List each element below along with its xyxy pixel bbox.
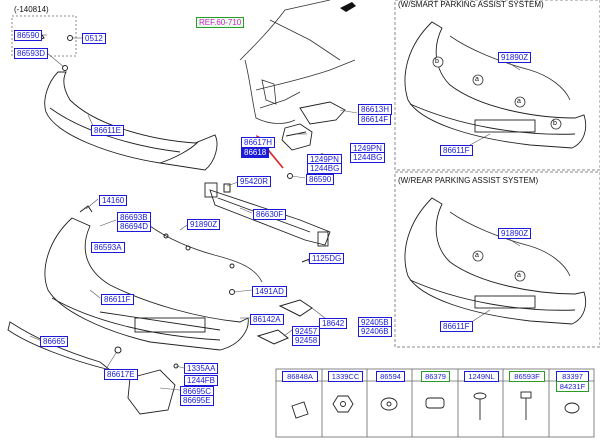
part-95420R[interactable]: 95420R — [237, 176, 272, 187]
part-86611F-rear[interactable]: 86611F — [440, 321, 473, 332]
ref-label[interactable]: REF.60-710 — [196, 17, 245, 28]
hardware-table-grid — [275, 368, 595, 438]
part-1244FB[interactable]: 1244FB — [184, 375, 219, 386]
callout-b-smart-2: b — [553, 120, 557, 127]
part-1335AA[interactable]: 1335AA — [184, 363, 219, 374]
grommet-icon — [380, 397, 398, 411]
bumper-bracket — [281, 101, 346, 151]
part-86617E[interactable]: 86617E — [104, 369, 138, 380]
sensor-1 — [163, 233, 169, 239]
clip-icon — [291, 401, 309, 419]
part-86142A[interactable]: 86142A — [250, 314, 284, 325]
rear-inset-title: (W/REAR PARKING ASSIST SYSTEM) — [398, 176, 539, 185]
part-91890Z-main[interactable]: 91890Z — [187, 219, 221, 230]
part-86665[interactable]: 86665 — [40, 336, 69, 347]
bracket-95420R — [223, 183, 231, 193]
callout-a-smart-2: a — [517, 98, 521, 105]
mud-guard-86695 — [127, 369, 176, 415]
rear-callouts — [472, 250, 526, 282]
callout-b-smart: b — [435, 58, 439, 65]
upper-bumper-cover — [44, 71, 218, 171]
rear-inset-frame — [394, 171, 600, 348]
part-14160[interactable]: 14160 — [99, 195, 128, 206]
hw-84231F[interactable]: 84231F — [556, 381, 589, 392]
part-1125DG[interactable]: 1125DG — [309, 253, 345, 264]
arrow-marker — [340, 2, 356, 12]
part-86593D[interactable]: 86593D — [14, 48, 49, 59]
part-86590[interactable]: 86590 — [14, 30, 43, 41]
part-91890Z-rear[interactable]: 91890Z — [498, 228, 532, 239]
sensor-3 — [229, 263, 235, 269]
hw-86594[interactable]: 86594 — [376, 371, 405, 382]
date-note: (-140814) — [14, 5, 49, 14]
hw-86379[interactable]: 86379 — [421, 371, 450, 382]
bolt-icon — [520, 391, 532, 420]
clip-86590-b — [287, 173, 293, 179]
callout-a-rear-2: a — [517, 272, 521, 279]
plug-icon — [564, 402, 580, 414]
part-86694D[interactable]: 86694D — [117, 221, 152, 232]
lamp-92457 — [256, 329, 289, 345]
part-86611F-main[interactable]: 86611F — [101, 294, 134, 305]
body-panel — [239, 0, 356, 124]
hw-1249NL[interactable]: 1249NL — [464, 371, 499, 382]
rear-inset-bumper — [404, 197, 587, 325]
hw-86593F[interactable]: 86593F — [509, 371, 545, 382]
reflector-92405B — [278, 299, 313, 317]
clip-1491AD — [229, 289, 235, 295]
part-86611F-smart[interactable]: 86611F — [440, 145, 473, 156]
callout-a-smart-1: a — [475, 76, 479, 83]
screw-icon — [473, 392, 487, 420]
part-86618[interactable]: 86618 — [241, 147, 270, 158]
callout-a-rear-1: a — [475, 252, 479, 259]
part-18642[interactable]: 18642 — [319, 318, 348, 329]
part-86695E[interactable]: 86695E — [180, 395, 214, 406]
part-1244BG-a[interactable]: 1244BG — [307, 163, 343, 174]
smart-callouts — [432, 56, 562, 130]
smart-inset-bumper — [404, 21, 587, 149]
part-86593A[interactable]: 86593A — [91, 242, 125, 253]
sensor-2 — [185, 245, 191, 251]
smart-inset-frame — [394, 0, 600, 171]
part-91890Z-smart[interactable]: 91890Z — [498, 52, 532, 63]
part-1244BG-b[interactable]: 1244BG — [350, 152, 386, 163]
hw-86848A[interactable]: 86848A — [282, 371, 318, 382]
hw-1339CC[interactable]: 1339CC — [328, 371, 363, 382]
screw-0512 — [67, 35, 73, 41]
part-92406B[interactable]: 92406B — [358, 326, 392, 337]
lower-bumper-cover — [44, 217, 249, 351]
cover-86617E — [114, 346, 122, 354]
part-1491AD[interactable]: 1491AD — [252, 286, 287, 297]
pad-icon — [425, 397, 445, 409]
part-0512[interactable]: 0512 — [82, 33, 106, 44]
part-86630F[interactable]: 86630F — [253, 209, 287, 220]
part-86614F[interactable]: 86614F — [358, 114, 392, 125]
clip-86593D — [62, 65, 68, 71]
nut-icon — [332, 395, 354, 413]
part-86611E[interactable]: 86611E — [91, 125, 124, 136]
part-86590-b[interactable]: 86590 — [306, 174, 335, 185]
smart-inset-title: (W/SMART PARKING ASSIST SYSTEM) — [398, 0, 544, 9]
clip-14160 — [79, 205, 93, 213]
part-92458[interactable]: 92458 — [292, 335, 321, 346]
screw-1335AA — [173, 363, 179, 369]
